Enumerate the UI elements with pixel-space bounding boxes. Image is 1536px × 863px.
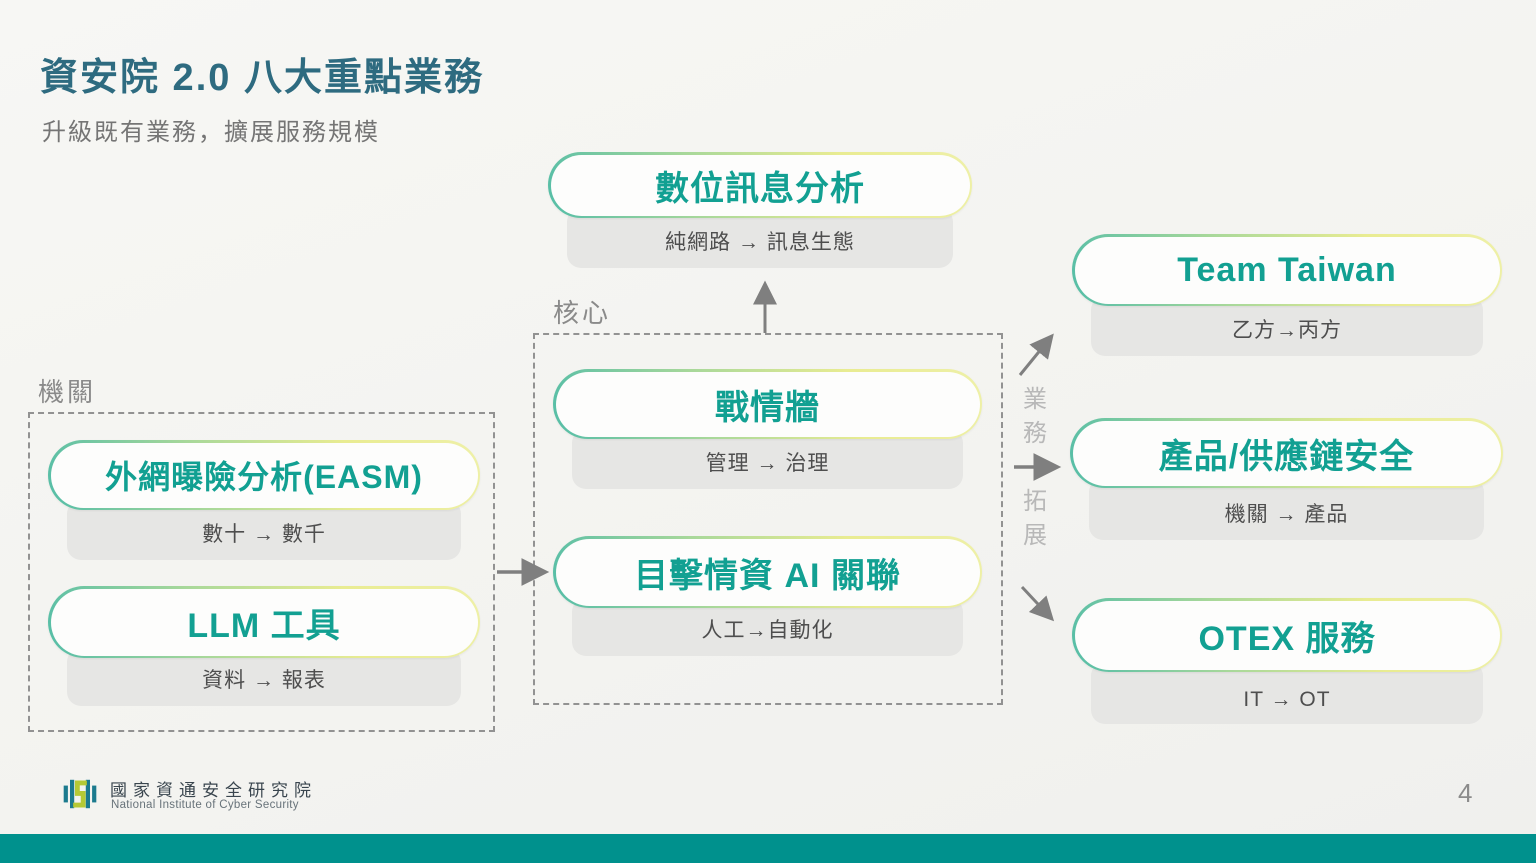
- pill: LLM 工具: [48, 586, 480, 658]
- node-shift-label: 純網路 → 訊息生態: [567, 208, 953, 268]
- node-title: OTEX 服務: [1074, 600, 1500, 670]
- page-number: 4: [1458, 778, 1473, 808]
- node-shift-label: 管理 → 治理: [572, 429, 963, 489]
- node-shift-label: 機關 → 產品: [1089, 478, 1484, 540]
- slide-subtitle: 升級既有業務，擴展服務規模: [42, 119, 380, 146]
- node-title: 數位訊息分析: [550, 154, 970, 216]
- pill: Team Taiwan: [1072, 234, 1502, 306]
- node-llm-tools: LLM 工具 資料 → 報表: [48, 586, 480, 706]
- business-expansion-label-bottom: 拓展: [1018, 488, 1046, 556]
- nics-logo-icon: [63, 779, 97, 809]
- business-expansion-label-top: 業務: [1018, 386, 1046, 454]
- node-shift-label: 乙方→丙方: [1091, 296, 1483, 356]
- group-label-agency: 機關: [38, 377, 97, 407]
- group-label-core: 核心: [553, 298, 612, 328]
- arrow-core-to-otex: [1020, 585, 1055, 622]
- pill: 目擊情資 AI 關聯: [553, 536, 982, 608]
- pill: 戰情牆: [553, 369, 982, 439]
- node-witness-intel-ai: 目擊情資 AI 關聯 人工→自動化: [553, 536, 982, 656]
- node-title: 產品/供應鏈安全: [1072, 420, 1501, 486]
- node-team-taiwan: Team Taiwan 乙方→丙方: [1072, 234, 1502, 356]
- node-title: 目擊情資 AI 關聯: [555, 538, 980, 606]
- pill: 外網曝險分析(EASM): [48, 440, 480, 510]
- business-expansion-label: 業務 拓展: [1016, 386, 1048, 556]
- group-frame-core: [533, 333, 1003, 705]
- pill: 數位訊息分析: [548, 152, 972, 218]
- node-shift-label: 數十 → 數千: [67, 500, 461, 560]
- node-title: 外網曝險分析(EASM): [50, 442, 478, 508]
- pill: OTEX 服務: [1072, 598, 1502, 672]
- node-war-room: 戰情牆 管理 → 治理: [553, 369, 982, 489]
- pill: 產品/供應鏈安全: [1070, 418, 1503, 488]
- arrow-core-to-team-taiwan: [1018, 333, 1054, 376]
- node-title: LLM 工具: [50, 588, 478, 656]
- node-title: Team Taiwan: [1074, 236, 1500, 304]
- node-title: 戰情牆: [555, 371, 980, 437]
- node-product-supply-chain-security: 產品/供應鏈安全 機關 → 產品: [1070, 418, 1503, 540]
- node-digital-info-analysis: 數位訊息分析 純網路 → 訊息生態: [548, 152, 972, 268]
- org-name-zh: 國家資通安全研究院: [110, 781, 317, 800]
- group-frame-agency: [28, 412, 495, 732]
- node-easm: 外網曝險分析(EASM) 數十 → 數千: [48, 440, 480, 560]
- slide-title: 資安院 2.0 八大重點業務: [40, 57, 484, 99]
- footer-accent-bar: [0, 834, 1536, 863]
- node-otex-service: OTEX 服務 IT → OT: [1072, 598, 1502, 724]
- node-shift-label: IT → OT: [1091, 662, 1483, 724]
- org-name-en: National Institute of Cyber Security: [111, 799, 299, 811]
